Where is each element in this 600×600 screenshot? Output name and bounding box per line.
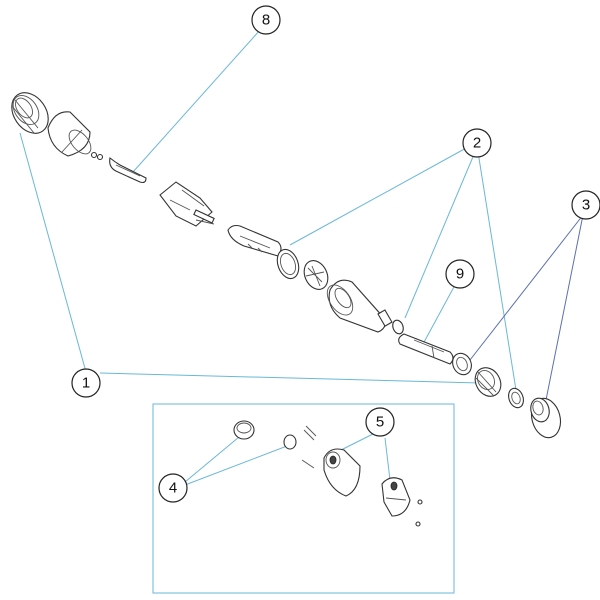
leader-2a (289, 146, 469, 246)
leader-3a (469, 214, 584, 361)
part-valve-housing-5 (323, 448, 361, 497)
part-o-ring-small (392, 319, 404, 335)
callout-label: 4 (169, 480, 177, 497)
leader-3b (545, 214, 584, 401)
part-ring-nut-right (474, 367, 502, 397)
callout-label: 3 (582, 197, 590, 214)
part-small-pin-pair (90, 151, 104, 161)
callout-9: 9 (445, 259, 475, 289)
callout-4: 4 (158, 473, 188, 503)
leader-2b (404, 151, 476, 319)
callout-5: 5 (365, 407, 395, 437)
part-shaft-9 (398, 333, 454, 365)
leader-2c (477, 151, 517, 391)
callout-circle (462, 128, 492, 158)
leader-4a (184, 431, 246, 483)
callout-1: 1 (71, 368, 101, 398)
callout-circle (365, 407, 395, 437)
callout-label: 2 (473, 135, 481, 152)
leader-9 (422, 284, 456, 345)
part-clip-8 (109, 157, 147, 184)
callout-circle (71, 368, 101, 398)
part-handle-shell (227, 224, 282, 257)
part-ring-nut-left (11, 92, 49, 134)
part-adapter-3 (452, 352, 472, 376)
part-o-ring-right (508, 387, 524, 409)
part-valve-body-5 (381, 477, 411, 517)
part-nozzle-cone (47, 111, 92, 157)
callout-label: 1 (82, 375, 90, 392)
leader-lines (19, 29, 584, 486)
callout-8: 8 (251, 5, 281, 35)
callout-2: 2 (462, 128, 492, 158)
callout-circle (571, 190, 600, 220)
leader-8 (132, 29, 261, 173)
part-main-barrel (326, 279, 393, 333)
callout-circle (251, 5, 281, 35)
callout-circle (445, 259, 475, 289)
part-bracket-body (159, 181, 215, 227)
part-cap-4 (233, 420, 255, 440)
detail-inset-box (152, 403, 455, 594)
part-o-ring-4 (283, 434, 297, 450)
callout-label: 8 (262, 12, 270, 29)
callout-circle (158, 473, 188, 503)
leader-5b (384, 437, 391, 481)
leader-4b (184, 445, 288, 486)
part-springs (301, 425, 317, 469)
part-o-ring-large (276, 248, 300, 280)
part-impeller (303, 260, 329, 290)
callout-label: 9 (456, 266, 464, 283)
leader-1b (99, 372, 481, 384)
leader-5a (336, 432, 376, 453)
part-end-cap (530, 397, 562, 439)
callout-label: 5 (376, 414, 384, 431)
leader-1a (19, 132, 87, 373)
callout-3: 3 (571, 190, 600, 220)
part-screws (415, 499, 423, 527)
